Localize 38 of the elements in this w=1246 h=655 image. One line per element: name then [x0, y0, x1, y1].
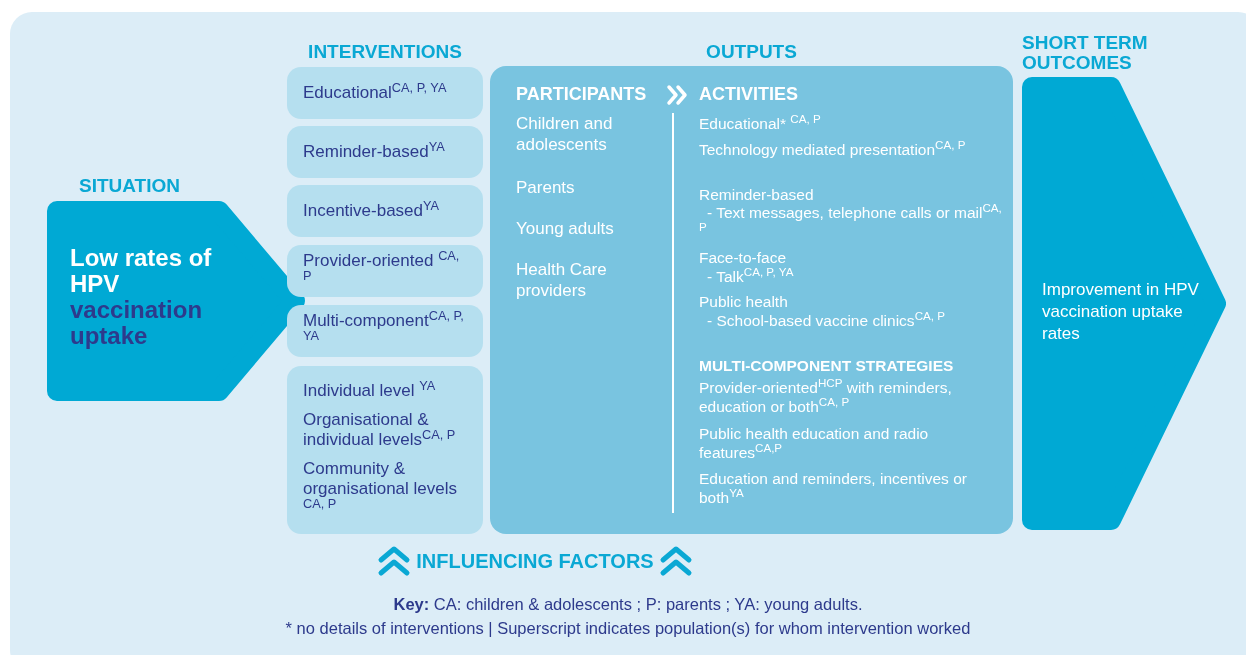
participant-text: Children and adolescents — [516, 113, 614, 155]
section-heading: INTERVENTIONS — [307, 40, 463, 64]
activity-text: Reminder-based — [699, 185, 815, 204]
participant-text: Young adults — [516, 218, 615, 239]
activity-text: Provider-oriented$^{HCP}$ with reminders, education or both$^{CA, P}$ — [699, 378, 953, 416]
activity-text: Public health education and radio features$^{CA,P}$ — [699, 424, 930, 462]
intervention-text: Individual level $^{YA}$ — [303, 381, 437, 401]
intervention-box — [287, 245, 483, 297]
activity-text: Technology mediated presentation$^{CA, P}$ — [699, 140, 967, 159]
section-heading: SHORT TERM OUTCOMES — [1022, 33, 1149, 73]
intervention-box — [287, 305, 483, 357]
column-heading: ACTIVITIES — [699, 83, 799, 105]
intervention-box — [287, 366, 483, 534]
activity-text: Educational* $^{CA, P}$ — [699, 114, 822, 133]
intervention-text: Incentive-based$^{YA}$ — [303, 201, 441, 221]
activity-text: Face-to-face — [699, 248, 787, 267]
situation-text: vaccination uptake — [70, 297, 204, 349]
intervention-text: Educational$^{CA, P, YA}$ — [303, 83, 448, 103]
activity-text: - School-based vaccine clinics$^{CA, P}$ — [706, 311, 946, 330]
intervention-text: Organisational & individual levels$^{CA, P}$ — [303, 410, 457, 450]
subsection-heading: MULTI-COMPONENT STRATEGIES — [699, 356, 955, 375]
participant-text: Parents — [516, 177, 576, 198]
section-heading: SITUATION — [79, 175, 180, 197]
participant-text: Health Care providers — [516, 259, 608, 301]
key-note: Key: CA: children & adolescents ; P: parents ; YA: young adults. — [392, 594, 864, 615]
column-heading: PARTICIPANTS — [516, 83, 648, 105]
section-heading: INFLUENCING FACTORS — [416, 549, 654, 573]
outcome-text: Improvement in HPV vaccination uptake rates — [1042, 279, 1200, 345]
intervention-text: Reminder-based$^{YA}$ — [303, 142, 446, 162]
activity-text: Education and reminders, incentives or both$^{YA}$ — [699, 469, 968, 507]
activity-text: - Talk$^{CA, P, YA}$ — [706, 267, 795, 286]
section-heading: OUTPUTS — [705, 40, 798, 64]
intervention-box — [287, 185, 483, 237]
key-note: * no details of interventions | Superscript indicates population(s) for whom intervention worked — [284, 618, 972, 639]
intervention-box — [287, 67, 483, 119]
situation-text: Low rates of HPV — [70, 245, 213, 297]
activity-text: Public health — [699, 292, 789, 311]
intervention-box — [287, 126, 483, 178]
